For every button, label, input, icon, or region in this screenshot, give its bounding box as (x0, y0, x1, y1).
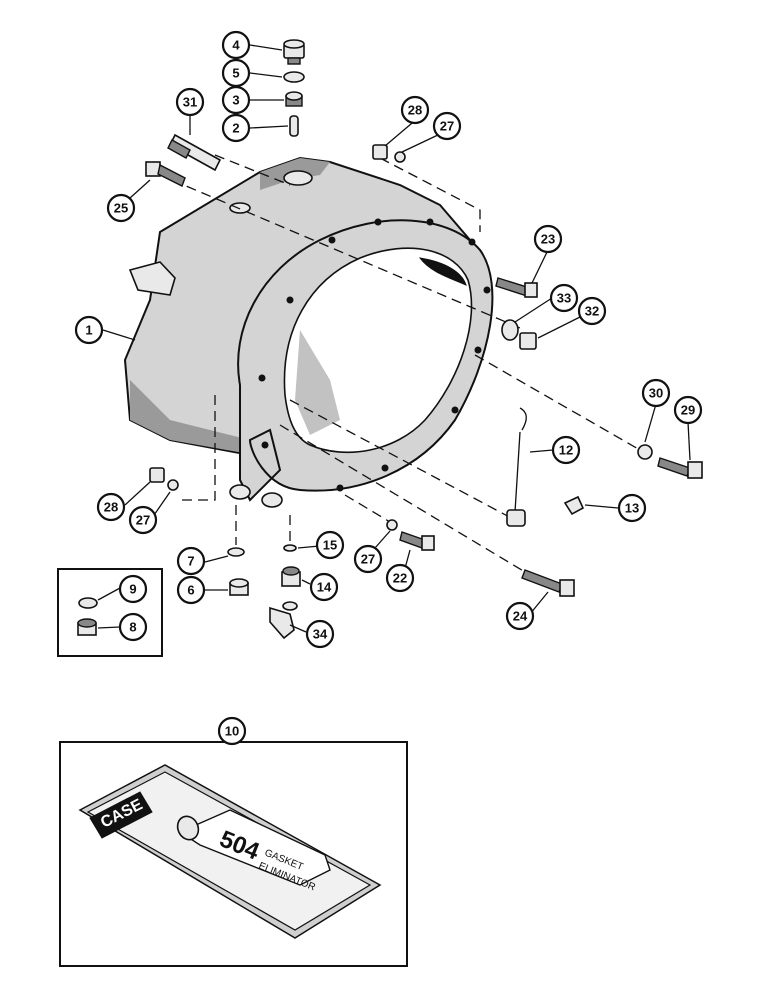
clutch-housing (123, 156, 494, 508)
callout-25: 25 (106, 193, 136, 223)
svg-text:34: 34 (313, 627, 328, 642)
callout-10: 10 (217, 716, 247, 746)
callout-2: 2 (221, 113, 251, 143)
callout-12: 12 (551, 435, 581, 465)
part-pin-2 (289, 115, 299, 137)
callout-24: 24 (505, 601, 535, 631)
part-nut-28-bottom (149, 467, 165, 483)
callout-7: 7 (176, 546, 206, 576)
callout-6: 6 (176, 575, 206, 605)
callout-28-top: 28 (400, 95, 430, 125)
callout-5: 5 (221, 58, 251, 88)
callout-27-middle: 27 (353, 544, 383, 574)
callout-3: 3 (221, 85, 251, 115)
svg-text:32: 32 (585, 304, 599, 319)
part-bolt-24 (521, 569, 575, 597)
alignment-lines (171, 154, 641, 576)
part-lockwasher-27-top (394, 151, 406, 163)
svg-text:4: 4 (232, 38, 240, 53)
part-lockwasher-30 (637, 444, 653, 460)
svg-text:33: 33 (557, 291, 571, 306)
part-fitting-14 (281, 566, 301, 587)
part-washer-5 (283, 71, 305, 83)
svg-text:22: 22 (393, 571, 407, 586)
svg-text:28: 28 (408, 103, 422, 118)
callout-34: 34 (305, 619, 335, 649)
callout-4: 4 (221, 30, 251, 60)
part-nut-32 (519, 332, 537, 350)
svg-text:10: 10 (225, 724, 239, 739)
svg-text:24: 24 (513, 609, 528, 624)
part-elbow-34 (269, 601, 298, 640)
callout-33: 33 (549, 283, 579, 313)
callout-31: 31 (175, 87, 205, 117)
callout-9: 9 (118, 574, 148, 604)
callout-27-bottom: 27 (128, 505, 158, 535)
part-bolt-22 (399, 531, 435, 551)
part-oring-7 (227, 547, 245, 557)
callout-32: 32 (577, 296, 607, 326)
callout-8: 8 (118, 612, 148, 642)
part-bolt-29 (657, 457, 703, 479)
svg-text:27: 27 (136, 513, 150, 528)
callout-28-bottom: 28 (96, 492, 126, 522)
svg-text:31: 31 (183, 95, 197, 110)
callout-23: 23 (533, 224, 563, 254)
callout-1: 1 (74, 315, 104, 345)
part-clip-13 (563, 495, 585, 516)
part-plug-8 (77, 618, 97, 636)
part-bolt-25 (145, 161, 186, 187)
svg-text:23: 23 (541, 232, 555, 247)
part-dipstick-12 (506, 407, 527, 527)
part-stud-31 (167, 133, 222, 172)
svg-text:15: 15 (323, 538, 337, 553)
callout-15: 15 (315, 530, 345, 560)
part-plug-4 (283, 39, 305, 65)
svg-text:3: 3 (232, 93, 239, 108)
part-nut-3 (285, 91, 303, 107)
callout-13: 13 (617, 493, 647, 523)
svg-text:1: 1 (85, 323, 92, 338)
part-lockwasher-27-bottom (167, 479, 179, 491)
part-oring-15 (283, 544, 297, 552)
flange-bolt-holes (258, 218, 491, 492)
svg-text:7: 7 (187, 554, 194, 569)
callout-14: 14 (309, 572, 339, 602)
svg-text:27: 27 (440, 119, 454, 134)
callout-27-top: 27 (432, 111, 462, 141)
sealant-package: CASE 504 GASKET ELIMINATOR (78, 764, 382, 939)
callout-30: 30 (641, 378, 671, 408)
part-nut-28-top (372, 144, 388, 160)
part-washer-33 (501, 319, 519, 341)
svg-text:6: 6 (187, 583, 194, 598)
svg-text:28: 28 (104, 500, 118, 515)
part-lockwasher-27-middle (386, 519, 398, 531)
svg-text:14: 14 (317, 580, 332, 595)
part-bolt-23 (495, 277, 538, 298)
svg-text:30: 30 (649, 386, 663, 401)
svg-text:13: 13 (625, 501, 639, 516)
svg-text:2: 2 (232, 121, 239, 136)
svg-text:9: 9 (129, 582, 136, 597)
svg-text:5: 5 (232, 66, 239, 81)
part-plug-6 (229, 578, 249, 596)
svg-text:29: 29 (681, 403, 695, 418)
callout-22: 22 (385, 563, 415, 593)
inset-box-alternate-plug (57, 568, 163, 657)
svg-text:8: 8 (129, 620, 136, 635)
part-washer-9 (78, 597, 98, 609)
svg-text:27: 27 (361, 552, 375, 567)
callout-29: 29 (673, 395, 703, 425)
svg-text:12: 12 (559, 443, 573, 458)
svg-text:25: 25 (114, 201, 128, 216)
